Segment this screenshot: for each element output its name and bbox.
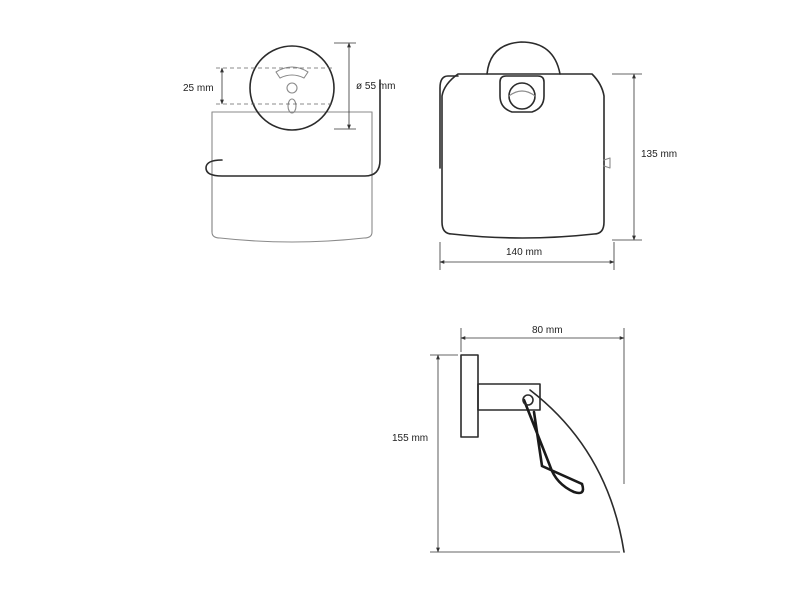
front-cover (441, 73, 605, 239)
lower-keyhole (287, 98, 297, 114)
side-cover-curve (529, 389, 625, 553)
dim-height-side: 155 mm (392, 433, 428, 444)
mounting-rosette (249, 45, 335, 131)
key-slot (275, 66, 309, 79)
dim-width-front: 140 mm (506, 247, 542, 258)
roll-outline (211, 111, 373, 243)
dim-height-front: 135 mm (641, 149, 677, 160)
front-rosette (486, 41, 561, 75)
side-view: 80 mm 155 mm (392, 325, 625, 553)
side-hook (522, 398, 585, 495)
dim-rosette-diameter: ø 55 mm (356, 81, 395, 92)
cover-notch (499, 75, 545, 113)
front-wire (439, 75, 459, 169)
center-hole (286, 82, 298, 94)
dim-hole-spacing: 25 mm (183, 83, 214, 94)
wall-plate (460, 354, 479, 438)
dim-depth-side: 80 mm (532, 325, 563, 336)
front-knob (508, 82, 536, 110)
side-arm (477, 383, 541, 411)
rear-view: 25 mm ø 55 mm (183, 42, 395, 243)
hook-wire (205, 79, 381, 177)
front-view: 135 mm 140 mm (439, 41, 677, 270)
